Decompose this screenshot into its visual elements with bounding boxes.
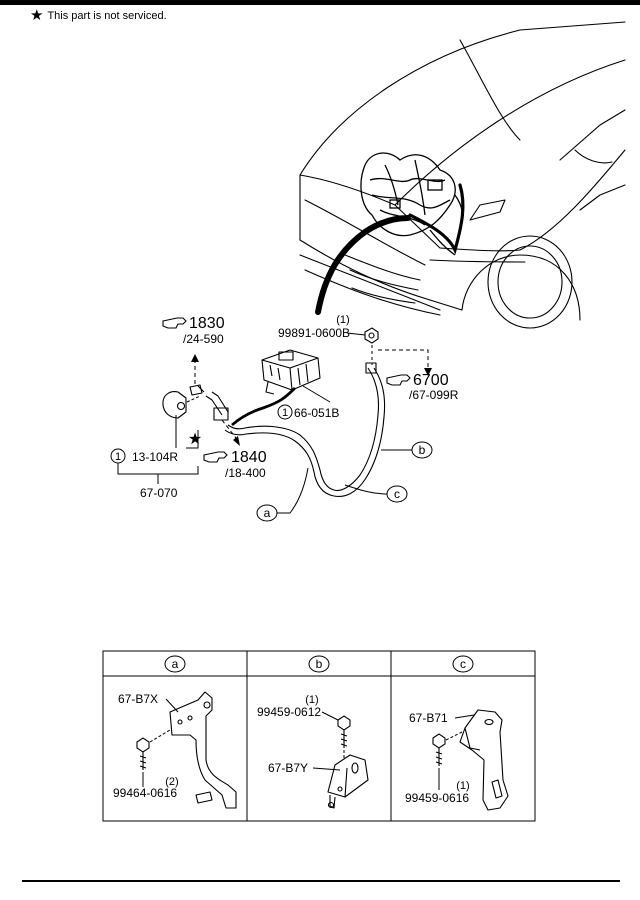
detail-header-a: a [164,655,186,673]
callout-1830[interactable]: 1830 /24-590 [162,315,225,346]
note-text: This part is not serviced. [47,10,167,22]
arrow-1840 [233,436,240,446]
detail-b-bracket-illustration [327,754,369,809]
fuse-block-illustration [261,349,321,395]
leader-66-051B [231,387,296,427]
dashed-sensor [186,395,201,403]
callout-1840[interactable]: 1840 /18-400 [203,449,267,480]
star-icon: ★ [30,7,44,24]
letter-c-ellipse [386,485,408,503]
leader-a [277,467,309,514]
part-66-051B[interactable]: 1 66-051B [277,404,339,420]
detail-c-bracket-label[interactable]: 67-B71 [409,711,448,725]
detail-a-bolt-code: 99464-0616 [113,786,177,800]
dashed-leader-1840 [221,419,237,439]
bolt-icon [337,715,351,748]
qty-circle [277,404,293,420]
detail-c-bolt-qty: (1) [456,780,469,792]
detail-b-ellipse [308,655,330,673]
detail-b-bolt-code: 99459-0612 [257,705,321,719]
star-marker-icon: ★ [188,431,202,448]
part-99891-qty: (1) [336,314,349,326]
part-13-104R-code: 13-104R [132,450,178,464]
letter-a-callout[interactable]: a [256,504,278,522]
part-66-051B-code: 66-051B [294,406,339,420]
letter-a-text: a [264,506,271,520]
part-99891-code: 99891-0600B [278,326,350,340]
pointing-hand-icon [162,317,187,329]
detail-header-b: b [308,655,330,673]
detail-header-c: c [452,655,474,673]
detail-c-bolt-code: 99459-0616 [405,791,469,805]
leader-detail-a-bracket [165,698,179,713]
leader-99891 [346,332,366,336]
vehicle-illustration [299,21,626,329]
detail-a-bracket-code: 67-B7X [118,692,158,706]
detail-c-bolt-label[interactable]: (1) 99459-0616 [405,780,470,805]
arrow-1830 [191,354,199,362]
sensor-13-104R-illustration [162,384,203,419]
detail-a-ellipse [164,655,186,673]
letter-c-text: c [394,487,400,501]
arrow-6700 [424,368,432,376]
leader-detail-b-bolt [321,711,339,721]
letter-a-ellipse [256,504,278,522]
top-border [0,0,640,5]
leader-detail-c-bracket [454,714,475,719]
letter-b-ellipse [411,441,433,459]
leader-detail-b-bracket [312,767,341,771]
leader-c [344,484,389,495]
detail-a-bolt-label[interactable]: (2) 99464-0616 [113,776,179,800]
battery-cable-in-vehicle [408,183,465,255]
part-13-104R[interactable]: 1 13-104R [110,448,178,464]
detail-a-bracket-illustration [169,691,237,809]
bolt-icon [432,733,446,766]
bracket-67-070 [117,463,199,484]
bottom-border [22,880,620,882]
callout-1840-sub: /18-400 [225,466,266,480]
callout-1840-code: 1840 [231,449,267,466]
detail-c-bracket-code: 67-B71 [409,711,448,725]
part-99891-0600B[interactable]: (1) 99891-0600B [278,314,350,340]
not-serviced-note: ★ This part is not serviced. [30,7,167,24]
part-67-070-code: 67-070 [140,486,178,500]
detail-b-letter: b [316,657,323,671]
part-13-104R-qty: 1 [115,451,121,463]
callout-6700-code: 6700 [413,372,449,389]
part-66-051B-qty: 1 [282,407,288,419]
leader-66-051B-fine [302,385,331,403]
detail-b-bolt-qty: (1) [305,694,318,706]
dashed-detail-a [149,729,171,743]
callout-1830-code: 1830 [189,315,225,332]
letter-c-callout[interactable]: c [386,485,408,503]
leader-harness-to-vehicle [315,215,411,315]
dashed-detail-c [445,731,463,741]
detail-c-ellipse [452,655,474,673]
detail-b-bracket-label[interactable]: 67-B7Y [268,761,308,775]
detail-c-letter: c [460,657,466,671]
callout-1830-sub: /24-590 [183,332,224,346]
pointing-hand-icon [203,451,228,463]
letter-b-callout[interactable]: b [411,441,433,459]
bolt-icon [136,737,150,770]
pointing-hand-icon [386,374,411,386]
dashed-leader-6700 [378,349,429,368]
detail-a-bracket-label[interactable]: 67-B7X [118,692,158,706]
leader-13-104R [175,415,199,449]
detail-b-bolt-label[interactable]: (1) 99459-0612 [257,694,321,719]
letter-b-text: b [419,443,426,457]
detail-a-letter: a [172,657,179,671]
callout-6700[interactable]: 6700 /67-099R [386,372,459,402]
callout-6700-sub: /67-099R [409,388,459,402]
detail-b-bracket-code: 67-B7Y [268,761,308,775]
nut-icon [364,327,379,344]
detail-c-bracket-illustration [459,709,509,811]
detail-table [102,650,536,822]
detail-a-bolt-qty: (2) [165,776,178,788]
